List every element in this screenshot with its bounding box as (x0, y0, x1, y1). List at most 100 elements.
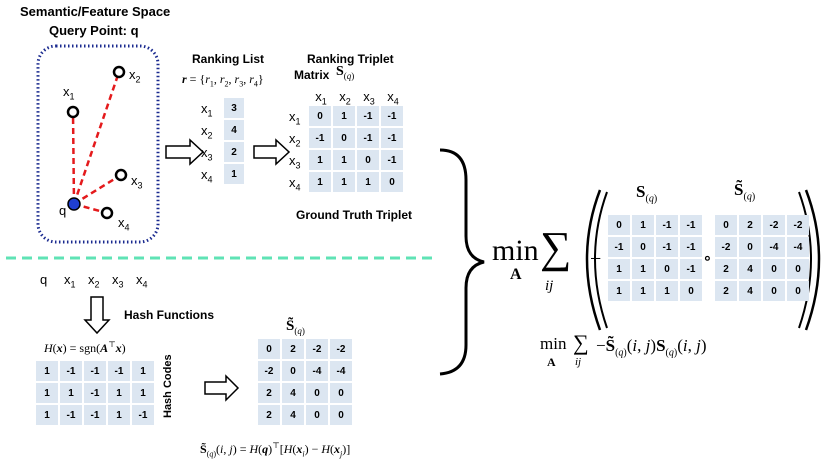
matrix-cell: -2 (258, 361, 280, 381)
triplet-title-1: Ranking Triplet (307, 52, 394, 66)
hash-codes-label: Hash Codes (162, 354, 174, 418)
label-x3: x3 (131, 173, 143, 191)
ranking-value: 4 (224, 120, 244, 140)
matrix-cell: -1 (381, 106, 403, 126)
matrix-cell: -1 (357, 106, 379, 126)
matrix-cell: 1 (333, 172, 355, 192)
matrix-cell: 4 (282, 383, 304, 403)
triplet-row-labels: x1 x2 x3 x4 (289, 109, 301, 193)
point-x2 (112, 65, 126, 79)
matrix-cell: -1 (381, 150, 403, 170)
matrix-cell: -1 (309, 128, 331, 148)
objective-minus: − (590, 248, 602, 270)
objective-s-matrix: 0 1 -1 -1 -1 0 -1 -1 1 1 0 -1 1 1 1 0 (608, 215, 702, 301)
matrix-cell: 0 (330, 405, 352, 425)
hadamard-operator: ∘ (703, 248, 712, 268)
matrix-cell: -1 (108, 361, 130, 381)
matrix-cell: 1 (309, 150, 331, 170)
matrix-cell: 0 (632, 237, 654, 257)
matrix-cell: 4 (739, 259, 761, 279)
triplet-col-labels: x1 x2 x3 x4 (315, 89, 399, 107)
objective-sum: ∑ (540, 223, 572, 272)
objective-A: A (510, 266, 522, 283)
matrix-cell: -1 (381, 128, 403, 148)
matrix-cell: -2 (306, 339, 328, 359)
matrix-cell: -4 (787, 237, 809, 257)
matrix-cell: 1 (132, 361, 154, 381)
matrix-cell: 0 (330, 383, 352, 403)
bottom-min: min (540, 334, 567, 353)
hash-header: q x1 x2 x3 x4 (40, 272, 148, 290)
triplet-title-2: Matrix (294, 68, 330, 82)
matrix-cell: 0 (739, 237, 761, 257)
matrix-cell: -2 (787, 215, 809, 235)
matrix-cell: 0 (357, 150, 379, 170)
matrix-cell: 1 (60, 383, 82, 403)
matrix-cell: 0 (309, 106, 331, 126)
bottom-A: A (547, 355, 556, 369)
matrix-cell: -4 (330, 361, 352, 381)
label-x4: x4 (118, 215, 130, 233)
matrix-cell: 0 (333, 128, 355, 148)
matrix-cell: -2 (763, 215, 785, 235)
matrix-cell: 2 (739, 215, 761, 235)
matrix-cell: 2 (258, 383, 280, 403)
matrix-cell: 0 (282, 361, 304, 381)
stilde-symbol: S̃(q) (286, 318, 305, 336)
semantic-space-title: Semantic/Feature Space (20, 4, 171, 19)
matrix-cell: -1 (680, 259, 702, 279)
matrix-cell: 1 (132, 383, 154, 403)
bottom-expression: −S̃(q)(i, j)S(q)(i, j) (596, 336, 707, 359)
matrix-cell: 1 (108, 405, 130, 425)
matrix-cell: 1 (608, 281, 630, 301)
point-x1 (66, 105, 80, 119)
matrix-cell: 1 (108, 383, 130, 403)
right-paren (804, 189, 821, 331)
hash-codes-matrix: 1 -1 -1 -1 1 1 1 -1 1 1 1 -1 -1 1 -1 (36, 361, 154, 425)
matrix-cell: 0 (656, 259, 678, 279)
matrix-cell: -1 (60, 405, 82, 425)
matrix-cell: 0 (680, 281, 702, 301)
matrix-cell: 0 (787, 259, 809, 279)
point-x3 (114, 168, 128, 182)
distance-lines (71, 71, 122, 215)
matrix-cell: 1 (632, 215, 654, 235)
matrix-cell: -2 (715, 237, 737, 257)
triplet-matrix: 0 1 -1 -1 -1 0 -1 -1 1 1 0 -1 1 1 1 0 (309, 106, 403, 192)
objective-sum-index: ij (545, 278, 554, 294)
matrix-cell: -2 (330, 339, 352, 359)
label-x1: x1 (63, 84, 75, 102)
matrix-cell: 1 (36, 383, 58, 403)
matrix-cell: 0 (306, 383, 328, 403)
matrix-cell: 0 (381, 172, 403, 192)
bottom-sum: ∑ (573, 330, 589, 355)
ranking-list-title: Ranking List (192, 52, 265, 66)
matrix-cell: 2 (715, 281, 737, 301)
matrix-cell: 2 (258, 405, 280, 425)
ranking-row-labels: x1 x2 x3 x4 (201, 101, 213, 185)
matrix-cell: 2 (282, 339, 304, 359)
label-x2: x2 (129, 67, 141, 85)
matrix-cell: 1 (632, 281, 654, 301)
matrix-cell: -1 (84, 383, 106, 403)
matrix-cell: 1 (333, 106, 355, 126)
objective-st-matrix: 0 2 -2 -2 -2 0 -4 -4 2 4 0 0 2 4 0 0 (715, 215, 809, 301)
matrix-cell: -1 (656, 215, 678, 235)
ranking-formula: r = {r1, r2, r3, r4} (182, 72, 264, 89)
matrix-cell: -1 (680, 215, 702, 235)
matrix-cell: 0 (763, 259, 785, 279)
matrix-cell: 1 (656, 281, 678, 301)
matrix-cell: 4 (739, 281, 761, 301)
matrix-cell: 1 (36, 405, 58, 425)
matrix-cell: -1 (357, 128, 379, 148)
matrix-cell: 1 (309, 172, 331, 192)
matrix-cell: 1 (357, 172, 379, 192)
objective-min: min (492, 234, 539, 267)
triplet-symbol: S(q) (336, 64, 355, 81)
matrix-cell: -4 (306, 361, 328, 381)
matrix-cell: 0 (306, 405, 328, 425)
ranking-value: 1 (224, 164, 244, 184)
matrix-cell: 4 (282, 405, 304, 425)
matrix-cell: 1 (333, 150, 355, 170)
